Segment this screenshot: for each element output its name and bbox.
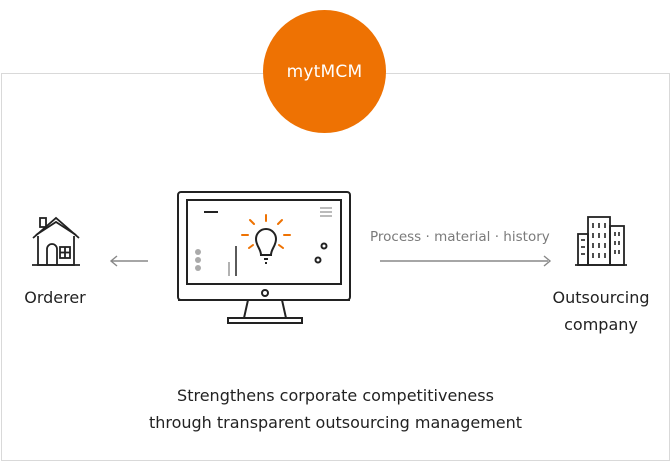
arrow-to-outsourcing	[380, 255, 552, 267]
house-icon	[32, 216, 80, 266]
brand-circle: mytMCM	[263, 10, 386, 133]
outsourcing-label: Outsourcing company	[535, 284, 667, 338]
tagline-line1: Strengthens corporate competitiveness	[177, 386, 494, 405]
outsourcing-label-line1: Outsourcing	[552, 288, 650, 307]
brand-name: mytMCM	[286, 61, 363, 82]
orderer-label: Orderer	[24, 288, 86, 307]
office-building-icon	[575, 216, 627, 266]
tagline-line2: through transparent outsourcing manageme…	[148, 413, 523, 432]
monitor-lightbulb-icon	[177, 191, 351, 324]
outsourcing-label-line2: company	[564, 315, 638, 334]
flow-label: Process · material · history	[370, 229, 550, 245]
arrow-to-orderer	[109, 255, 148, 267]
